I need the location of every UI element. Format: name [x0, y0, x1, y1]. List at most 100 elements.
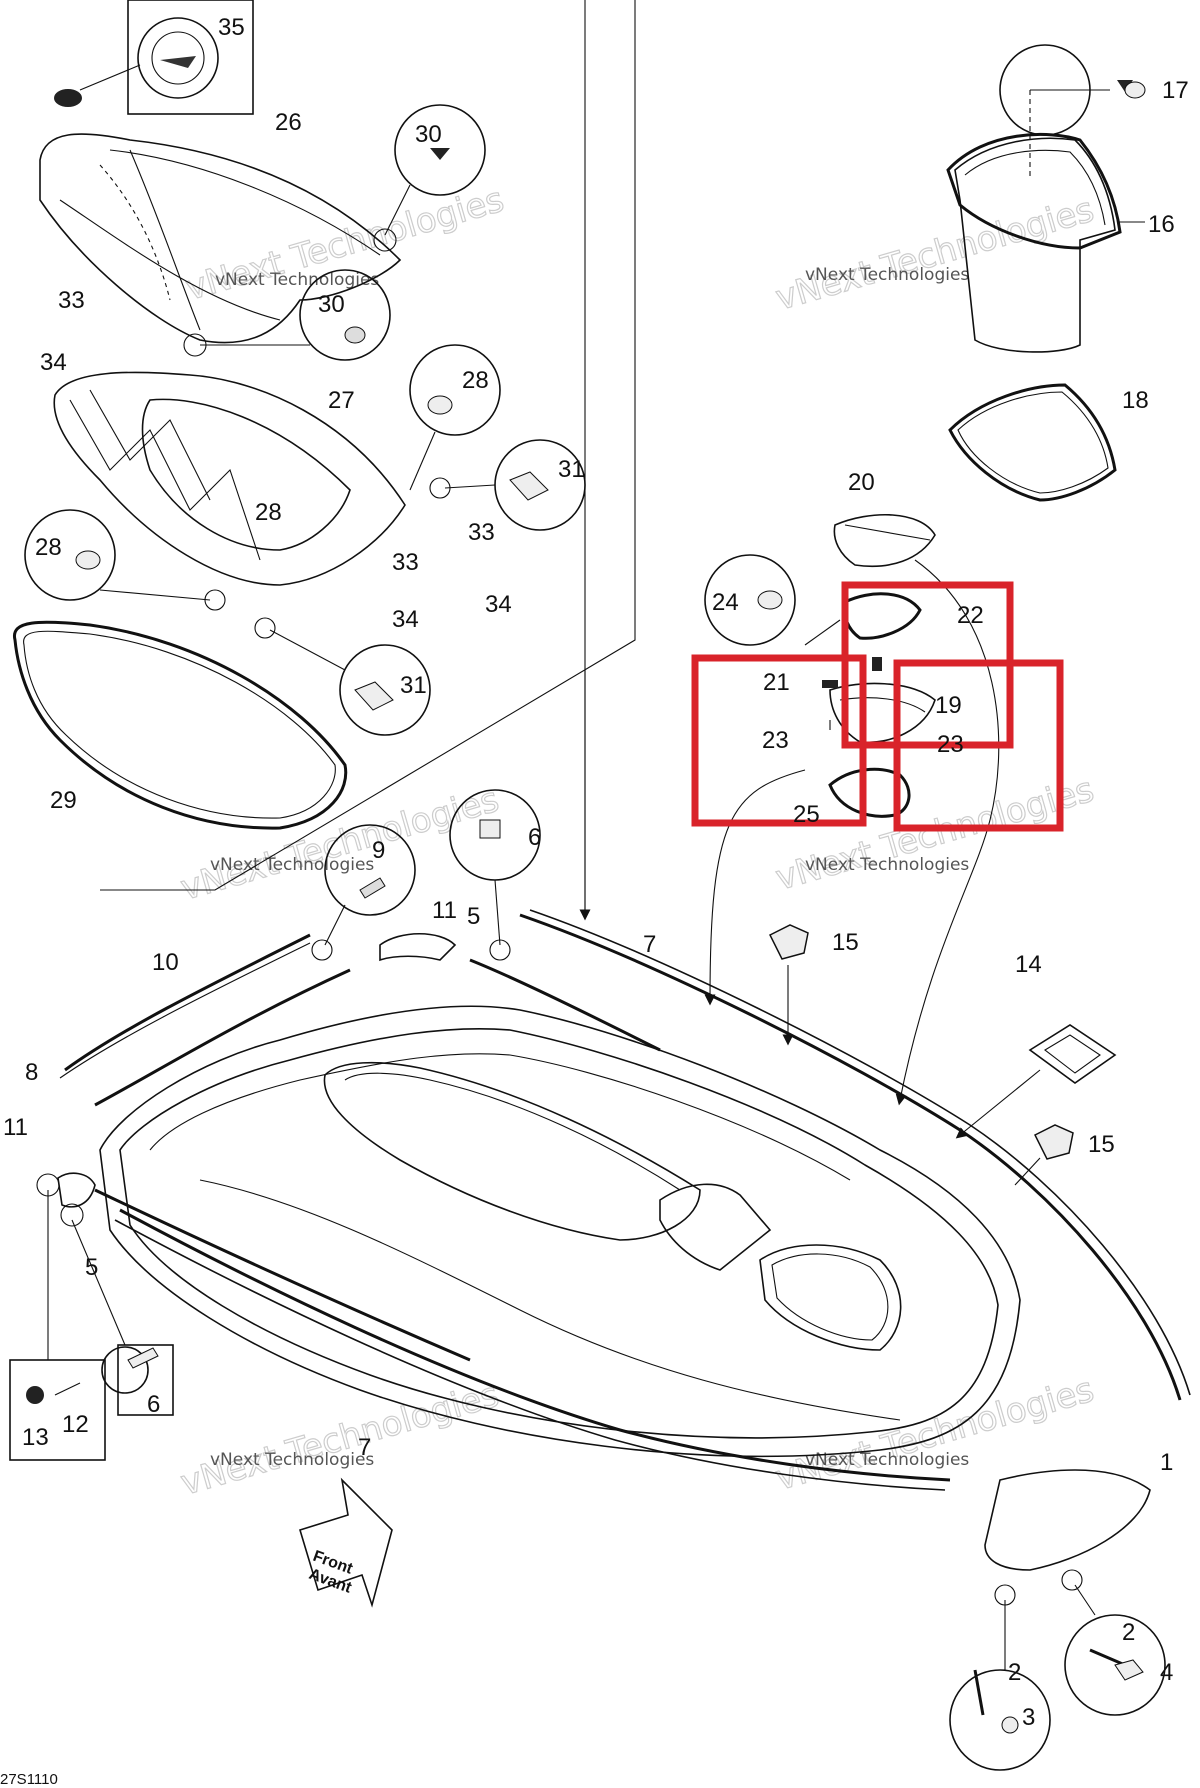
callout-23: 23: [937, 731, 964, 758]
watermark-small: vNext Technologies: [805, 855, 969, 875]
detail-circle-24: [704, 554, 796, 646]
cover-20: [833, 513, 936, 567]
emblem-group: [54, 0, 254, 115]
exploded-view-guide-lines: [100, 0, 636, 921]
rail-lower-7: [119, 1208, 951, 1482]
callout-13: 13: [22, 1424, 49, 1451]
callout-23: 23: [762, 727, 789, 754]
callout-4: 4: [1160, 1659, 1173, 1686]
highlight-box-21-23: [691, 654, 867, 827]
front-arrow: Front Avant: [299, 1477, 393, 1608]
detail-circle-28: [409, 344, 501, 436]
callout-2: 2: [1122, 1619, 1135, 1646]
callout-7: 7: [643, 931, 656, 958]
hull-deck: [99, 1005, 1021, 1458]
callout-28: 28: [35, 534, 62, 561]
watermark: vNext Technologies: [771, 770, 1098, 899]
callout-30: 30: [318, 291, 345, 318]
callout-17: 17: [1162, 77, 1189, 104]
watermark: vNext Technologies: [771, 190, 1098, 319]
watermark-small: vNext Technologies: [210, 855, 374, 875]
callout-10: 10: [152, 949, 179, 976]
callout-5: 5: [467, 903, 480, 930]
watermarks: vNext Technologies vNext Technologies vN…: [176, 179, 1099, 1504]
callout-1: 1: [1160, 1449, 1173, 1476]
watermark-small: vNext Technologies: [805, 1450, 969, 1470]
watermark-small: vNext Technologies: [210, 1450, 374, 1470]
hatch-19: [829, 682, 936, 744]
detail-circle-2-4: [1064, 1614, 1166, 1716]
callout-18: 18: [1122, 387, 1149, 414]
callout-31: 31: [558, 456, 585, 483]
callout-numbers: 1 2 2 3 4 5 5 6 6 7 7 8 9 10 11 11 12 13…: [3, 14, 1189, 1731]
callout-22: 22: [957, 602, 984, 629]
callout-circles-lower: [9, 789, 1166, 1771]
callout-9: 9: [372, 837, 385, 864]
seat-base-frame: [53, 371, 406, 586]
callout-34: 34: [40, 349, 67, 376]
watermark-small: vNext Technologies: [215, 270, 379, 290]
storage-bin: [946, 44, 1146, 353]
callout-20: 20: [848, 469, 875, 496]
callout-7: 7: [358, 1434, 371, 1461]
drain-plugs: [768, 924, 1074, 1186]
emblem-clip: [54, 89, 82, 107]
emblem-frame: [127, 0, 254, 115]
cap-11b: [57, 1172, 96, 1208]
callout-33: 33: [392, 549, 419, 576]
watermark: vNext Technologies: [176, 1375, 503, 1504]
callout-3: 3: [1022, 1704, 1035, 1731]
watermark: vNext Technologies: [176, 780, 503, 909]
diagram-code: 27S1110: [0, 1771, 58, 1788]
callout-27: 27: [328, 387, 355, 414]
callout-31: 31: [400, 672, 427, 699]
callout-35: 35: [218, 14, 245, 41]
callout-16: 16: [1148, 211, 1175, 238]
callout-34: 34: [485, 591, 512, 618]
rail-upper-7: [519, 913, 1182, 1401]
callout-circles-left: [24, 104, 586, 736]
emblem-badge: [137, 17, 219, 99]
seat-gasket: [13, 620, 348, 830]
hull-hatch-opening: [759, 1244, 902, 1351]
detail-circle-9: [324, 824, 416, 916]
rail-5b: [469, 958, 661, 1052]
callout-6: 6: [147, 1391, 160, 1418]
callout-24: 24: [712, 589, 739, 616]
highlight-box-19-23: [893, 659, 1064, 832]
hatch-cluster: [704, 513, 1000, 1106]
callout-25: 25: [793, 801, 820, 828]
callout-21: 21: [763, 669, 790, 696]
rail-8: [94, 968, 351, 1107]
detail-box-6: [117, 1344, 174, 1416]
callout-11: 11: [432, 897, 457, 924]
callout-6: 6: [528, 824, 541, 851]
detail-circle-31b: [339, 644, 431, 736]
detail-circle-12: [101, 1346, 149, 1394]
callout-33: 33: [468, 519, 495, 546]
callout-15: 15: [1088, 1131, 1115, 1158]
cap-11: [379, 932, 457, 962]
callout-8: 8: [25, 1059, 38, 1086]
callout-34: 34: [392, 606, 419, 633]
rail-10: [64, 933, 311, 1072]
callout-14: 14: [1015, 951, 1042, 978]
callout-33: 33: [58, 287, 85, 314]
callout-28: 28: [462, 367, 489, 394]
callout-2: 2: [1008, 1659, 1021, 1686]
rub-rails: [57, 909, 1191, 1571]
callout-19: 19: [935, 692, 962, 719]
rail-5: [94, 1188, 471, 1362]
plate-14: [955, 1024, 1117, 1139]
callout-5: 5: [85, 1254, 98, 1281]
watermark-small: vNext Technologies: [805, 265, 969, 285]
callout-12: 12: [62, 1411, 89, 1438]
callout-28: 28: [255, 499, 282, 526]
detail-circle-2-3: [949, 1669, 1051, 1771]
bumper-1: [984, 1469, 1151, 1571]
detail-circle-28b: [24, 509, 116, 601]
callout-11: 11: [3, 1114, 28, 1141]
detail-box-12-13: [9, 1359, 106, 1461]
seat-cover: [39, 133, 402, 344]
